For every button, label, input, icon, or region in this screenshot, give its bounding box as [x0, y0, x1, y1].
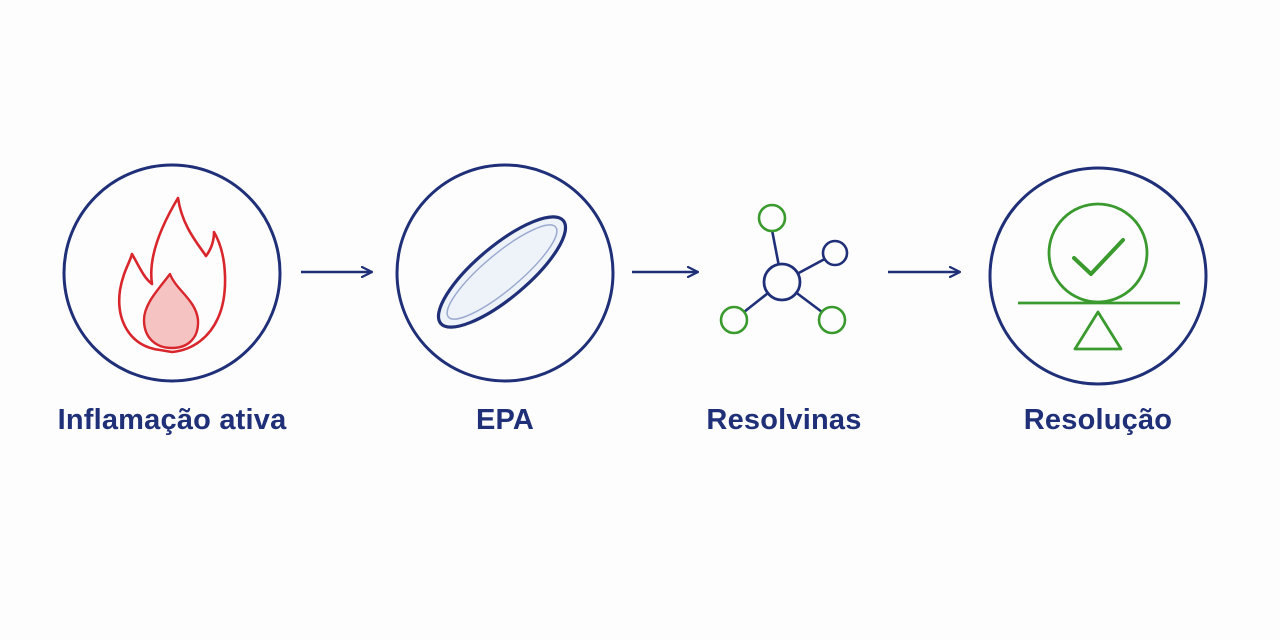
flame-icon — [117, 196, 227, 354]
step-label-resolvinas: Resolvinas — [706, 404, 862, 436]
capsule-icon — [436, 215, 568, 329]
step-circle — [988, 166, 1208, 386]
step-inflamacao-node — [62, 163, 282, 383]
step-circle — [62, 163, 282, 383]
balance-check-icon — [1018, 202, 1180, 351]
step-label-epa: EPA — [475, 404, 535, 436]
step-circle — [395, 163, 615, 383]
step-label-inflamacao: Inflamação ativa — [57, 404, 287, 436]
molecule-icon — [719, 203, 849, 335]
step-epa-node — [395, 163, 615, 383]
step-resolucao-node — [988, 166, 1208, 386]
step-label-resolucao: Resolução — [1023, 404, 1173, 436]
